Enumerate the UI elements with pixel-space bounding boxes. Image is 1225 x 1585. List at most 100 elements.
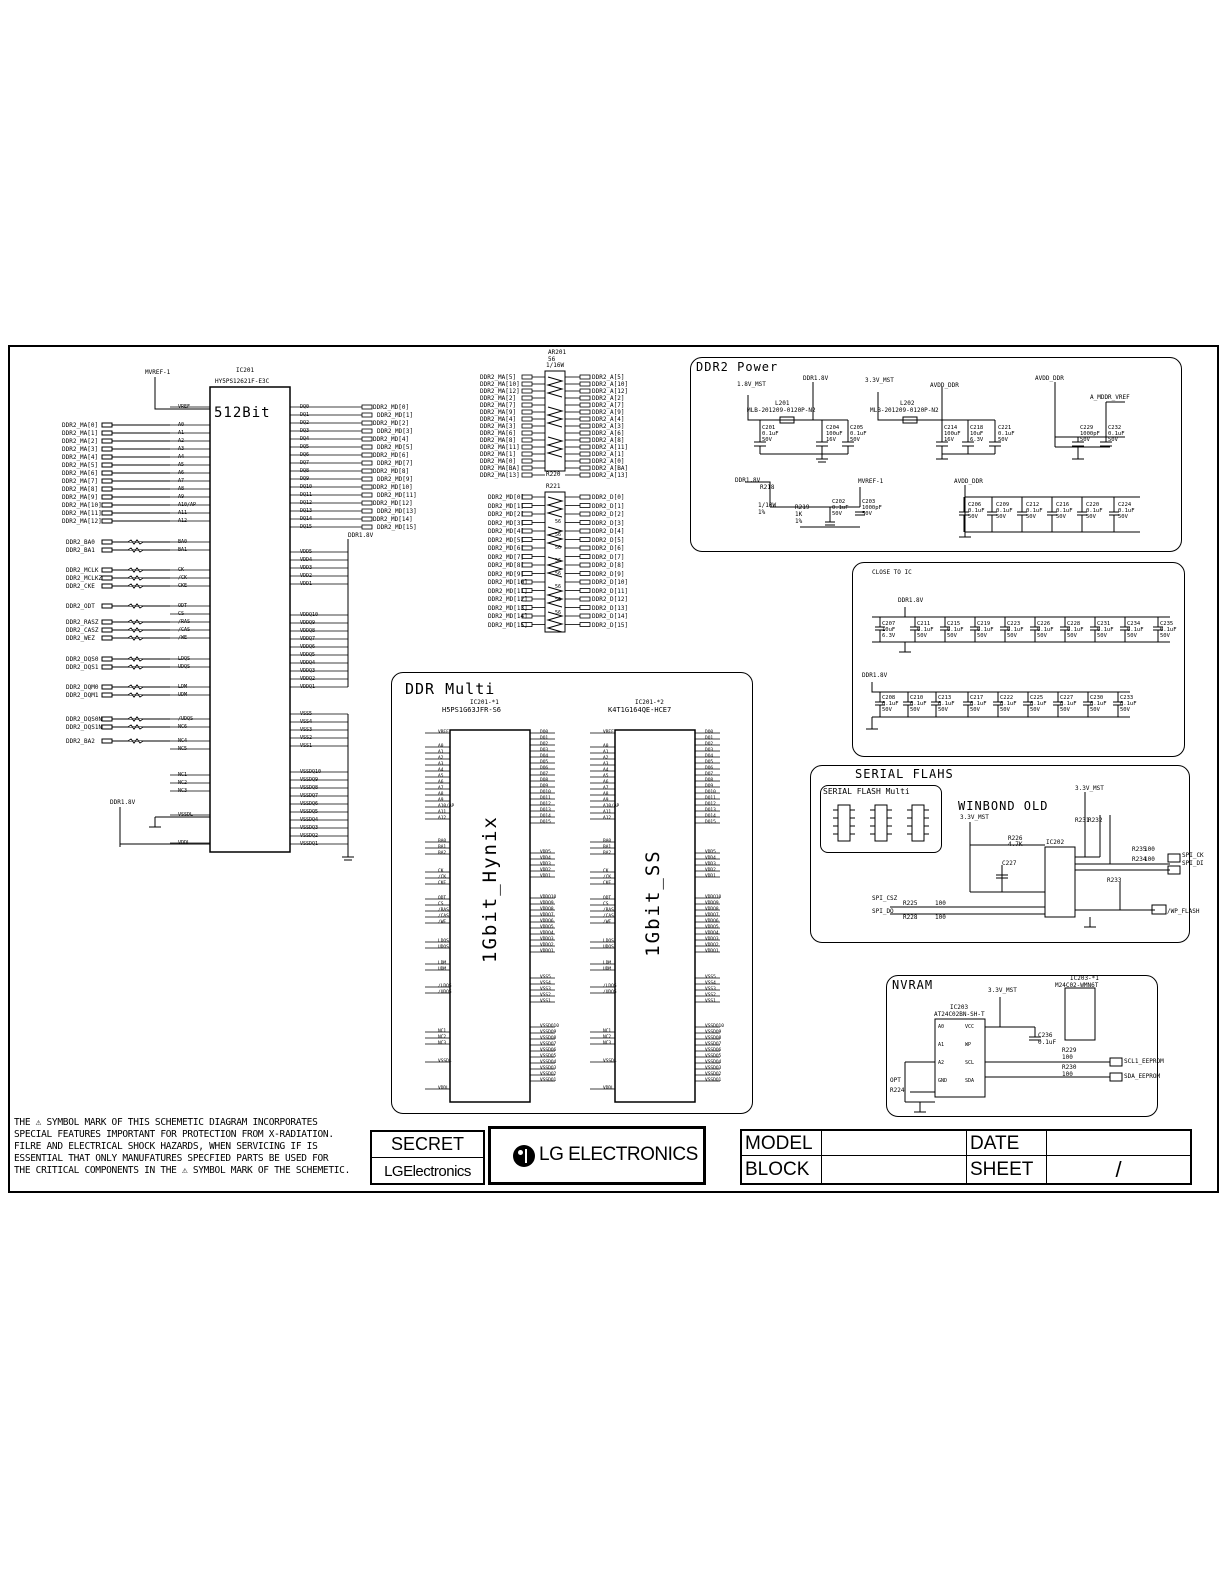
net-port [579, 444, 591, 450]
array-right-net: DDR2_A[4] [592, 416, 625, 423]
ic201-data-net: DDR2_MD[8] [373, 468, 410, 475]
array-right-net: DDR2_A[11] [592, 444, 629, 451]
ddr-multi-right-pin: DQ5 [705, 760, 714, 765]
series-resistor [127, 656, 144, 662]
ddr-multi-right-pin: VSS4 [705, 981, 716, 986]
ddr-multi-left-pin: A7 [603, 786, 609, 791]
ddr-multi-right-pin: DQ13 [705, 808, 716, 813]
ic201-right-pin: DQ14 [300, 516, 313, 522]
notice-line-4: ESSENTIAL THAT ONLY MANUFATURES SPECFIED… [14, 1153, 329, 1164]
nvram-title: NVRAM [892, 978, 934, 992]
ddr2-power-cap: C232 0.1uF 50V [1108, 425, 1125, 443]
ddr-multi-right-pin: DQ12 [540, 802, 551, 807]
ic201-right-pin: VSSDQ6 [300, 801, 319, 807]
ic201-left-pin: NC2 [178, 780, 188, 786]
ddr-multi-left-pin: LDM [603, 961, 612, 966]
ddr2-power-cap: C202 0.1uF 50V [832, 499, 849, 517]
ic201-control-net: DDR2_BA0 [66, 539, 95, 546]
ddr-multi-left-pin: A6 [438, 780, 444, 785]
ic201-right-pin: DQ11 [300, 492, 313, 498]
r235-ref: R235 [1132, 846, 1147, 853]
ic201-right-pin: VDDQ7 [300, 636, 316, 642]
series-resistor [127, 539, 144, 545]
ddr-multi-left-pin: ODT [603, 896, 612, 901]
ddr-multi-left-pin: CK [438, 869, 444, 874]
ic201-right-pin: DQ0 [300, 404, 310, 410]
close-to-ic-cap: C228 0.1uF 50V [1067, 621, 1084, 639]
net-port [579, 503, 591, 508]
ic201-right-pin: VDDQ1 [300, 684, 316, 690]
model-label: MODEL [742, 1131, 822, 1156]
ddr-multi-right-pin: VDDQ8 [540, 907, 554, 912]
ic201-right-pin: DQ15 [300, 524, 313, 530]
ic201-address-net: DDR2_MA[1] [62, 430, 99, 437]
ddr-multi-left-pin: A2 [438, 756, 444, 761]
ic201-right-pin: VDD4 [300, 557, 313, 563]
ic201-address-net: DDR2_MA[9] [62, 494, 99, 501]
ddr-multi-left-pin: VDDL [438, 1086, 449, 1091]
net-port [579, 596, 591, 602]
ic201-address-net: DDR2_MA[11] [62, 510, 102, 517]
ddr-multi-left-pin: A1 [603, 750, 609, 755]
ddr-multi-left-pin: BA2 [603, 851, 612, 856]
ddr-multi-left-pin: BA1 [438, 845, 447, 850]
ic201-left-pin: /CK [178, 575, 188, 581]
net-port [361, 484, 373, 490]
array-left-net: DDR2_MD[4] [488, 528, 525, 535]
array-right-net: DDR2_D[1] [592, 502, 625, 510]
net-port [101, 430, 113, 436]
ddr-multi-right-pin: VDD4 [540, 856, 551, 861]
ddr-multi-left-pin: A11 [603, 810, 612, 815]
r219-ref: R219 [795, 504, 810, 511]
array-right-net: DDR2_A[13] [592, 472, 629, 479]
array-right-net: DDR2_A[BA] [592, 465, 629, 472]
ic201-right-pin: VSSDQ8 [300, 785, 319, 791]
ddr-multi-left-pin: NC2 [438, 1035, 447, 1040]
series-resistor [127, 738, 144, 744]
l201-part: MLB-201209-0120P-N2 [747, 407, 816, 414]
ddr-multi-right-pin: DQ9 [705, 784, 714, 789]
ic201-right-pin: VDD1 [300, 581, 313, 587]
ddr-multi-right-pin: VDD3 [540, 862, 551, 867]
ic201-left-pin: A6 [178, 470, 185, 476]
ddr-multi-right-pin: VSSDQ7 [540, 1042, 557, 1047]
ic201-control-net: DDR2_BA1 [66, 547, 95, 554]
net-port [521, 388, 533, 394]
net-port [101, 627, 113, 633]
serial-flash-title: SERIAL FLAHS [855, 767, 954, 781]
net-port [361, 436, 373, 442]
net-port [521, 402, 533, 408]
ddr-multi-left-pin: BA1 [603, 845, 612, 850]
ic201-address-net: DDR2_MA[12] [62, 518, 102, 525]
ddr-multi-right-pin: VDDQ9 [540, 901, 554, 906]
ic201-address-net: DDR2_MA[8] [62, 486, 99, 493]
net-port [101, 462, 113, 468]
ddr-multi-right-pin: DQ4 [540, 754, 549, 759]
close-to-ic-net1: DDR1.8V [898, 597, 924, 604]
ic201-left-pin: A3 [178, 446, 185, 452]
l202-part: MLB-201209-0120P-N2 [870, 407, 939, 414]
array-right-net: DDR2_A[12] [592, 388, 629, 395]
spi-do-net: SPI_DO [872, 908, 894, 915]
series-resistor [127, 684, 144, 690]
array-left-net: DDR2_MA[13] [480, 472, 520, 479]
ddr-multi-right-pin: VSS4 [540, 981, 551, 986]
net-port [521, 472, 533, 478]
ic201-control-net: DDR2_MCLK [66, 567, 99, 574]
ic201-left-pin: BA1 [178, 547, 188, 553]
ddr-multi-right-pin: VDDQ8 [705, 907, 719, 912]
ic201-vddl-net: DDR1.8V [110, 799, 136, 806]
nvram-c236: C236 0.1uF [1038, 1032, 1057, 1046]
pwr-net-4: AVDD_DDR [1035, 375, 1064, 382]
ddr-multi-right-pin: DQ15 [540, 820, 551, 825]
net-port [579, 388, 591, 394]
ic201-data-net: DDR2_MD[11] [377, 492, 417, 499]
ddr-multi-left-pin: LDM [438, 961, 447, 966]
net-port [521, 409, 533, 415]
ic201-right-pin: DQ1 [300, 412, 310, 418]
ic201-left-pin: CKE [178, 583, 188, 589]
spi-csz-net: SPI_CSZ [872, 895, 898, 902]
ic201-control-net: DDR2_DQM0 [66, 684, 99, 691]
ic201-right-pin: VSSDQ10 [300, 769, 322, 775]
net-port [579, 472, 591, 478]
